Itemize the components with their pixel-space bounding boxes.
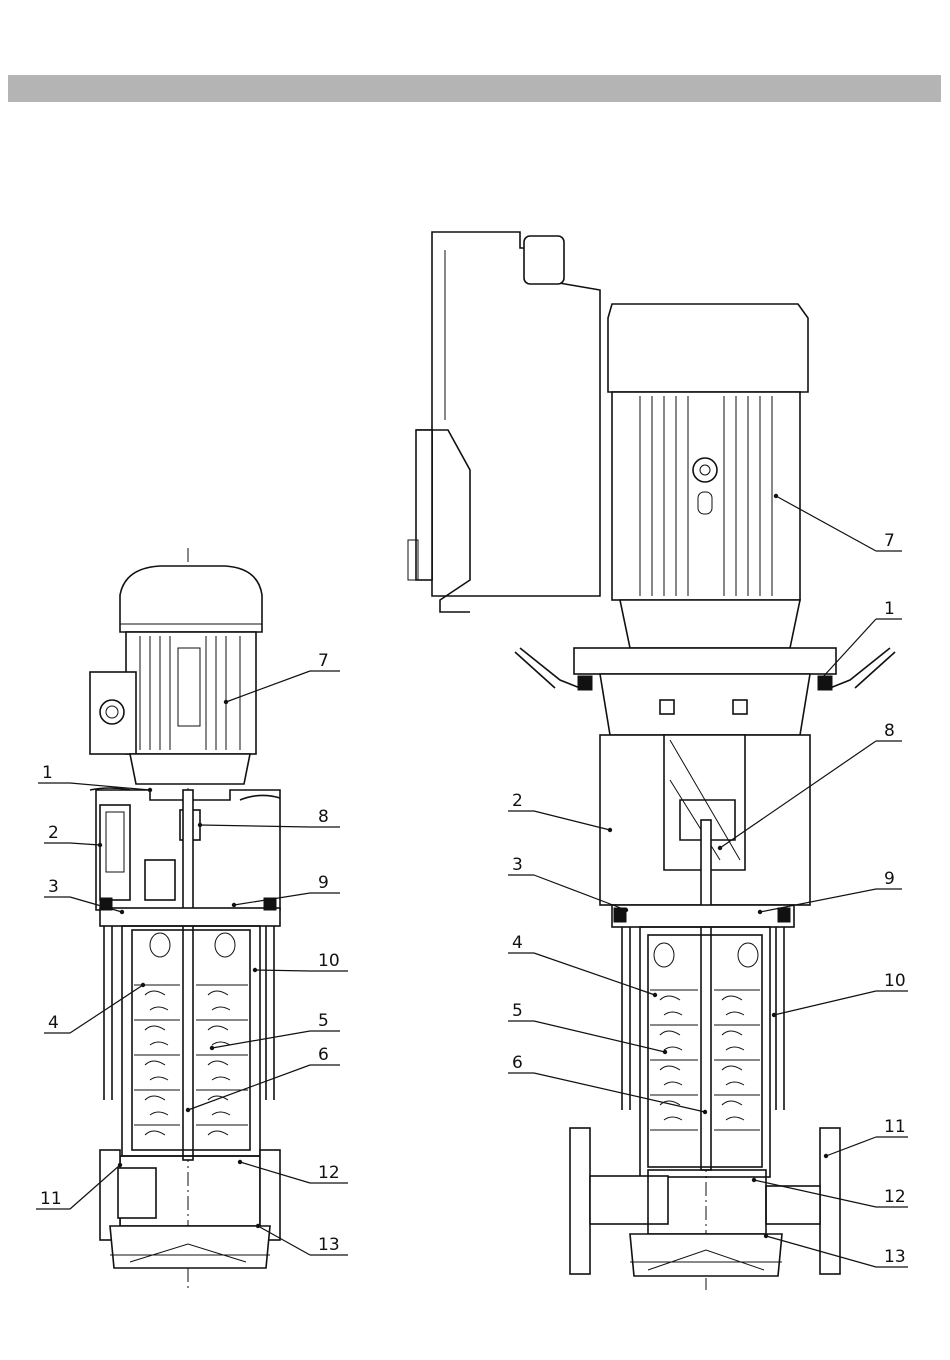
- right-motor-base: [620, 600, 800, 648]
- right-handle-right: [830, 648, 895, 688]
- callout-leader-line: [534, 953, 655, 995]
- callout-target-dot: [148, 788, 152, 792]
- callout-left-pump-2: 2: [44, 823, 102, 847]
- callout-leader-line: [534, 1021, 665, 1052]
- callout-target-dot: [224, 700, 228, 704]
- callout-left-pump-4: 4: [44, 983, 145, 1033]
- left-motor-cover: [120, 566, 262, 632]
- callout-number: 13: [318, 1235, 340, 1255]
- callout-target-dot: [653, 993, 657, 997]
- callout-number: 2: [48, 823, 59, 843]
- callout-number: 11: [884, 1117, 906, 1137]
- callout-number: 11: [40, 1189, 62, 1209]
- callout-right-pump-2: 2: [508, 791, 612, 832]
- left-pump-drawing: [90, 548, 280, 1290]
- right-outlet-port: [766, 1186, 820, 1224]
- callout-right-pump-10: 10: [772, 971, 908, 1017]
- callout-number: 1: [884, 599, 895, 619]
- callout-target-dot: [118, 1163, 122, 1167]
- callout-target-dot: [772, 1013, 776, 1017]
- callout-target-dot: [764, 1234, 768, 1238]
- callout-leader-line: [188, 1065, 310, 1110]
- right-pump-foot: [630, 1234, 782, 1276]
- right-handle-left: [515, 648, 580, 688]
- callout-number: 4: [48, 1013, 59, 1033]
- callout-left-pump-12: 12: [238, 1160, 348, 1183]
- callout-number: 2: [512, 791, 523, 811]
- callout-target-dot: [141, 983, 145, 987]
- right-control-module: [432, 232, 600, 596]
- right-motor-flange: [574, 648, 836, 674]
- right-inlet-flange: [570, 1128, 590, 1274]
- right-top-flange: [612, 905, 794, 927]
- callout-number: 12: [884, 1187, 906, 1207]
- callout-target-dot: [824, 1154, 828, 1158]
- callout-number: 13: [884, 1247, 906, 1267]
- callout-number: 6: [318, 1045, 329, 1065]
- callout-target-dot: [624, 908, 628, 912]
- callout-target-dot: [253, 968, 257, 972]
- right-shaft: [701, 820, 711, 1170]
- callout-number: 12: [318, 1163, 340, 1183]
- callout-number: 5: [512, 1001, 523, 1021]
- callout-target-dot: [232, 903, 236, 907]
- callout-target-dot: [663, 1050, 667, 1054]
- callout-target-dot: [120, 910, 124, 914]
- callout-number: 9: [884, 869, 895, 889]
- callout-number: 7: [884, 531, 895, 551]
- callout-target-dot: [758, 910, 762, 914]
- left-motor-flange: [130, 754, 250, 784]
- left-top-flange: [100, 908, 280, 926]
- callout-number: 9: [318, 873, 329, 893]
- callout-target-dot: [718, 846, 722, 850]
- callout-number: 3: [48, 877, 59, 897]
- callout-target-dot: [608, 828, 612, 832]
- callout-target-dot: [820, 676, 824, 680]
- callout-number: 5: [318, 1011, 329, 1031]
- callout-leader-line: [534, 1073, 705, 1112]
- callout-number: 6: [512, 1053, 523, 1073]
- right-lantern-top: [600, 674, 810, 735]
- callout-right-pump-5: 5: [508, 1001, 667, 1054]
- callout-target-dot: [198, 823, 202, 827]
- callout-number: 7: [318, 651, 329, 671]
- callout-leader-line: [212, 1031, 310, 1048]
- callout-number: 10: [884, 971, 906, 991]
- callout-left-pump-10: 10: [253, 951, 348, 972]
- callout-target-dot: [98, 843, 102, 847]
- callout-right-pump-6: 6: [508, 1053, 707, 1114]
- callout-target-dot: [703, 1110, 707, 1114]
- callout-number: 8: [884, 721, 895, 741]
- callout-number: 10: [318, 951, 340, 971]
- left-motor-body: [126, 632, 256, 754]
- right-inlet-port: [590, 1176, 668, 1224]
- callout-target-dot: [210, 1046, 214, 1050]
- left-shaft: [183, 790, 193, 1160]
- callout-number: 4: [512, 933, 523, 953]
- callout-target-dot: [186, 1108, 190, 1112]
- right-pump-drawing: [408, 232, 895, 1290]
- callout-leader-line: [774, 991, 876, 1015]
- callout-target-dot: [256, 1224, 260, 1228]
- left-terminal-box: [90, 672, 136, 754]
- callout-leader-line: [534, 811, 610, 830]
- callout-right-pump-4: 4: [508, 933, 657, 997]
- callout-target-dot: [752, 1178, 756, 1182]
- callout-target-dot: [774, 494, 778, 498]
- callout-number: 3: [512, 855, 523, 875]
- callout-target-dot: [238, 1160, 242, 1164]
- callout-number: 1: [42, 763, 53, 783]
- callout-leader-line: [255, 970, 310, 971]
- right-motor-cap: [608, 304, 808, 392]
- callout-number: 8: [318, 807, 329, 827]
